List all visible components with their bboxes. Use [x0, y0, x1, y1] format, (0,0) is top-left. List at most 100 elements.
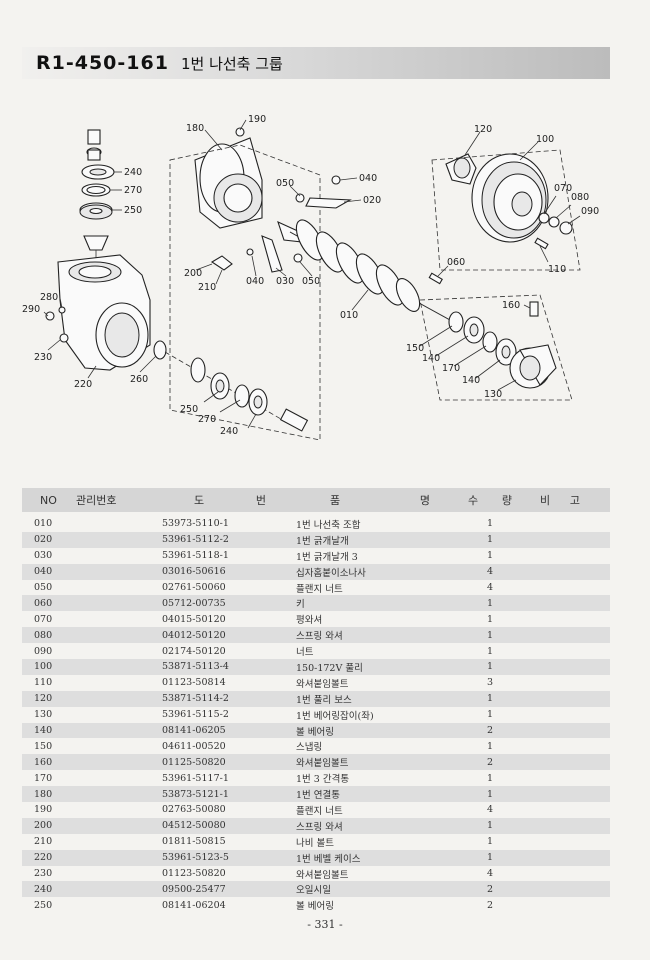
callout-120: 120 — [474, 124, 492, 135]
part-bearing-holder-130 — [509, 344, 557, 389]
cell-no: 100 — [34, 661, 53, 673]
cell-part-name: 오일시일 — [296, 885, 331, 897]
cell-drawing-number: 04015-50120 — [162, 613, 226, 625]
page-number: - 331 - — [307, 918, 343, 931]
callout-290: 290 — [22, 304, 40, 315]
part-gear-lower — [190, 357, 206, 383]
cell-drawing-number: 08141-06204 — [162, 899, 226, 911]
cell-drawing-number: 04611-00520 — [162, 740, 226, 752]
callout-150: 150 — [406, 343, 424, 354]
part-blade-030 — [261, 235, 283, 273]
cell-no: 120 — [34, 693, 53, 705]
callout-220: 220 — [74, 379, 92, 390]
cell-quantity: 1 — [486, 518, 494, 530]
cell-drawing-number: 53961-5112-2 — [162, 534, 229, 546]
part-nut-090 — [559, 221, 573, 235]
exploded-parts-diagram: 190 180 120 100 240 270 250 050 040 020 … — [0, 100, 650, 470]
cell-part-name: 150-172V 풀리 — [296, 662, 363, 674]
leader-lines — [43, 119, 581, 429]
part-screw-040-upper — [331, 175, 341, 185]
cell-quantity: 1 — [486, 645, 494, 657]
cell-no: 080 — [34, 629, 53, 641]
callout-260: 260 — [130, 374, 148, 385]
callout-240-top: 240 — [124, 167, 142, 178]
cell-part-name: 1번 3 간격통 — [296, 774, 350, 786]
header-mgmt-number: 관리번호 — [76, 494, 117, 507]
cell-quantity: 1 — [486, 693, 494, 705]
part-connection-tube-180 — [194, 137, 263, 229]
cell-part-name: 와셔붙임볼트 — [296, 758, 349, 770]
part-shaft-end — [279, 408, 309, 432]
part-ring-270-top — [81, 183, 111, 197]
callout-040-lower: 040 — [246, 276, 264, 287]
cell-quantity: 1 — [486, 597, 494, 609]
cell-part-name: 플랜지 너트 — [296, 583, 343, 595]
header-drawing-1: 도 — [194, 494, 205, 507]
header-no: NO — [40, 493, 57, 507]
cell-quantity: 1 — [486, 709, 494, 721]
cell-quantity: 1 — [486, 740, 494, 752]
callout-080: 080 — [571, 192, 589, 203]
cell-part-name: 스프링 와셔 — [296, 821, 343, 833]
cell-no: 030 — [34, 550, 53, 562]
part-bolt-230 — [59, 333, 69, 343]
part-spacer-170 — [482, 331, 498, 353]
callout-280: 280 — [40, 292, 58, 303]
group-name: 1번 나선축 그룹 — [180, 54, 283, 73]
cell-no: 250 — [34, 899, 53, 911]
cell-quantity: 2 — [486, 756, 494, 768]
table-row: 200 04512-50080 스프링 와셔 1 — [22, 817, 610, 834]
callout-230: 230 — [34, 352, 52, 363]
callout-060: 060 — [447, 257, 465, 268]
cell-drawing-number: 04512-50080 — [162, 820, 226, 832]
cell-no: 210 — [34, 836, 53, 848]
cell-no: 200 — [34, 820, 53, 832]
part-bolt-290 — [45, 311, 55, 321]
callout-030: 030 — [276, 276, 294, 287]
part-ring-260 — [153, 340, 167, 360]
cell-no: 050 — [34, 582, 53, 593]
cell-drawing-number: 02761-50060 — [162, 582, 226, 593]
cell-quantity: 4 — [486, 582, 494, 593]
cell-quantity: 1 — [486, 820, 494, 832]
cell-quantity: 1 — [486, 836, 494, 848]
cell-drawing-number: 53873-5121-1 — [162, 788, 229, 800]
cell-drawing-number: 53961-5115-2 — [162, 709, 229, 721]
cell-drawing-number: 53973-5110-1 — [162, 518, 229, 530]
callout-250-lower: 250 — [180, 404, 198, 415]
cell-part-name: 십자홈붙이소나사 — [296, 567, 366, 579]
cell-part-name: 1번 풀리 보스 — [296, 694, 352, 706]
assembly-outline-right — [431, 149, 581, 271]
cell-part-name: 볼 베어링 — [296, 901, 334, 913]
cell-no: 130 — [34, 709, 53, 721]
cell-part-name: 볼 베어링 — [296, 726, 334, 738]
callout-090: 090 — [581, 206, 599, 217]
part-screw-shaft-010 — [277, 219, 451, 321]
assembly-outline-right-lower — [419, 294, 573, 401]
cell-quantity: 4 — [486, 804, 494, 816]
cell-drawing-number: 01125-50820 — [162, 756, 226, 768]
part-scraper-blade-020 — [305, 197, 352, 209]
cell-quantity: 2 — [486, 725, 494, 737]
cell-drawing-number: 53871-5113-4 — [162, 661, 229, 673]
cell-part-name: 1번 긁개날개 — [296, 535, 349, 547]
cell-part-name: 1번 베벨 케이스 — [296, 853, 361, 865]
cell-part-name: 1번 긁개날개 3 — [296, 551, 358, 563]
part-washer-070 — [538, 212, 550, 224]
diagram-svg: 190 180 120 100 240 270 250 050 040 020 … — [22, 114, 599, 441]
callout-250-top: 250 — [124, 205, 142, 216]
cell-drawing-number: 05712-00735 — [162, 597, 226, 609]
cell-quantity: 1 — [486, 788, 494, 800]
